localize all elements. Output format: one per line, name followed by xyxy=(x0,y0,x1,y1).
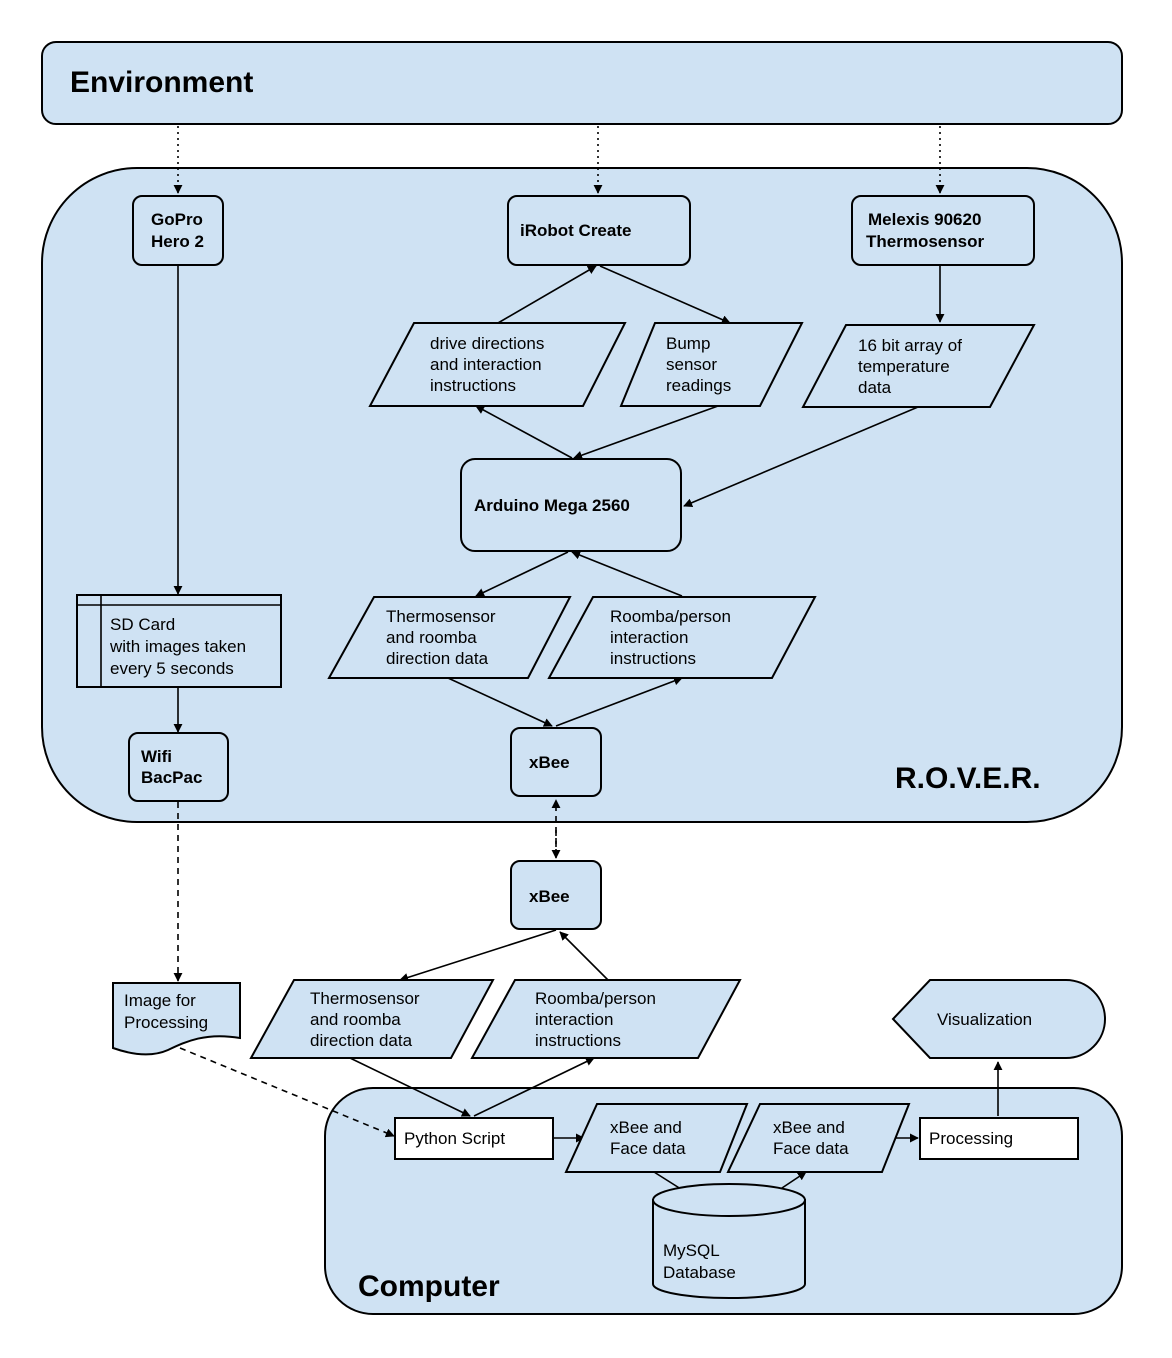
gopro-label-line2: Hero 2 xyxy=(151,232,204,251)
node-roomba-instructions-rover: Roomba/person interaction instructions xyxy=(547,596,817,679)
node-thermo-data-computer: Thermosensor and roomba direction data xyxy=(249,979,495,1059)
node-arduino: Arduino Mega 2560 xyxy=(460,458,682,552)
edge-xbee-roomba xyxy=(555,676,683,727)
bump-label-line1: Bump xyxy=(666,334,710,353)
wifi-label-line1: Wifi xyxy=(141,747,172,766)
xbee-rover-label: xBee xyxy=(529,753,570,772)
face1-label-line1: xBee and xyxy=(610,1118,682,1137)
node-xbee-computer: xBee xyxy=(510,860,602,930)
roomba-rover-line1: Roomba/person xyxy=(610,607,731,626)
sd-label-line3: every 5 seconds xyxy=(110,659,234,678)
node-wifi-bacpac: Wifi BacPac xyxy=(128,732,229,802)
face1-label-line2: Face data xyxy=(610,1139,686,1158)
node-xbee-rover: xBee xyxy=(510,727,602,797)
bump-label-line3: readings xyxy=(666,376,731,395)
arduino-label: Arduino Mega 2560 xyxy=(474,496,630,515)
melexis-label-line2: Thermosensor xyxy=(866,232,984,251)
edge-drive-irobot xyxy=(497,265,597,324)
melexis-label-line1: Melexis 90620 xyxy=(868,210,981,229)
roomba-rover-line3: instructions xyxy=(610,649,696,668)
image-label-line2: Processing xyxy=(124,1013,208,1032)
node-visualization: Visualization xyxy=(891,979,1106,1059)
face2-label-line1: xBee and xyxy=(773,1118,845,1137)
environment-container: Environment xyxy=(41,41,1123,125)
node-processing: Processing xyxy=(919,1117,1079,1160)
drive-label-line3: instructions xyxy=(430,376,516,395)
node-melexis: Melexis 90620 Thermosensor xyxy=(851,195,1035,266)
node-gopro: GoPro Hero 2 xyxy=(132,195,224,266)
edge-bump-arduino xyxy=(573,405,719,460)
rover-title: R.O.V.E.R. xyxy=(895,762,1041,795)
node-temperature-array: 16 bit array of temperature data xyxy=(801,324,1036,408)
edge-irobot-bump xyxy=(599,265,731,324)
thermo-rover-line3: direction data xyxy=(386,649,489,668)
thermo-comp-line1: Thermosensor xyxy=(310,989,420,1008)
wifi-label-line2: BacPac xyxy=(141,768,202,787)
node-sd-card: SD Card with images taken every 5 second… xyxy=(76,594,282,688)
node-drive-directions: drive directions and interaction instruc… xyxy=(368,322,627,407)
node-bump-readings: Bump sensor readings xyxy=(619,322,804,407)
visualization-label: Visualization xyxy=(937,1010,1032,1029)
edge-arduino-thermo xyxy=(475,551,569,597)
sd-label-line2: with images taken xyxy=(109,637,246,656)
roomba-rover-line2: interaction xyxy=(610,628,688,647)
node-python-script: Python Script xyxy=(394,1117,554,1160)
roomba-comp-line2: interaction xyxy=(535,1010,613,1029)
xbee-computer-label: xBee xyxy=(529,887,570,906)
edge-image-python xyxy=(179,1047,395,1138)
mysql-label-line1: MySQL xyxy=(663,1241,720,1260)
thermo-rover-line2: and roomba xyxy=(386,628,477,647)
node-face-data-1: xBee and Face data xyxy=(564,1103,749,1173)
node-roomba-instructions-computer: Roomba/person interaction instructions xyxy=(470,979,742,1059)
bump-label-line2: sensor xyxy=(666,355,717,374)
mysql-label-line2: Database xyxy=(663,1263,736,1282)
edge-roomba-xbee xyxy=(559,931,609,981)
thermo-rover-line1: Thermosensor xyxy=(386,607,496,626)
sd-label-line1: SD Card xyxy=(110,615,175,634)
temp-array-label-line2: temperature xyxy=(858,357,950,376)
node-mysql-database: MySQL Database xyxy=(652,1183,806,1299)
face2-label-line2: Face data xyxy=(773,1139,849,1158)
thermo-comp-line3: direction data xyxy=(310,1031,413,1050)
roomba-comp-line3: instructions xyxy=(535,1031,621,1050)
node-thermo-data-rover: Thermosensor and roomba direction data xyxy=(327,596,572,679)
drive-label-line2: and interaction xyxy=(430,355,542,374)
node-irobot: iRobot Create xyxy=(507,195,691,266)
python-label: Python Script xyxy=(404,1129,505,1148)
edge-roomba-arduino xyxy=(571,550,683,597)
gopro-label-line1: GoPro xyxy=(151,210,203,229)
node-face-data-2: xBee and Face data xyxy=(726,1103,911,1173)
computer-title: Computer xyxy=(358,1270,500,1303)
node-image-for-processing: Image for Processing xyxy=(112,982,241,1056)
irobot-label: iRobot Create xyxy=(520,221,631,240)
edge-python-roomba xyxy=(473,1057,595,1117)
temp-array-label-line1: 16 bit array of xyxy=(858,336,962,355)
drive-label-line1: drive directions xyxy=(430,334,544,353)
thermo-comp-line2: and roomba xyxy=(310,1010,401,1029)
roomba-comp-line1: Roomba/person xyxy=(535,989,656,1008)
edge-arduino-drive xyxy=(475,405,573,459)
edge-thermo-xbee xyxy=(447,677,553,727)
edge-array-arduino xyxy=(683,406,919,507)
processing-label: Processing xyxy=(929,1129,1013,1148)
temp-array-label-line3: data xyxy=(858,378,892,397)
environment-title: Environment xyxy=(70,66,253,99)
edge-xbee-thermo xyxy=(399,929,557,982)
edge-thermo-python xyxy=(349,1057,471,1117)
image-label-line1: Image for xyxy=(124,991,196,1010)
